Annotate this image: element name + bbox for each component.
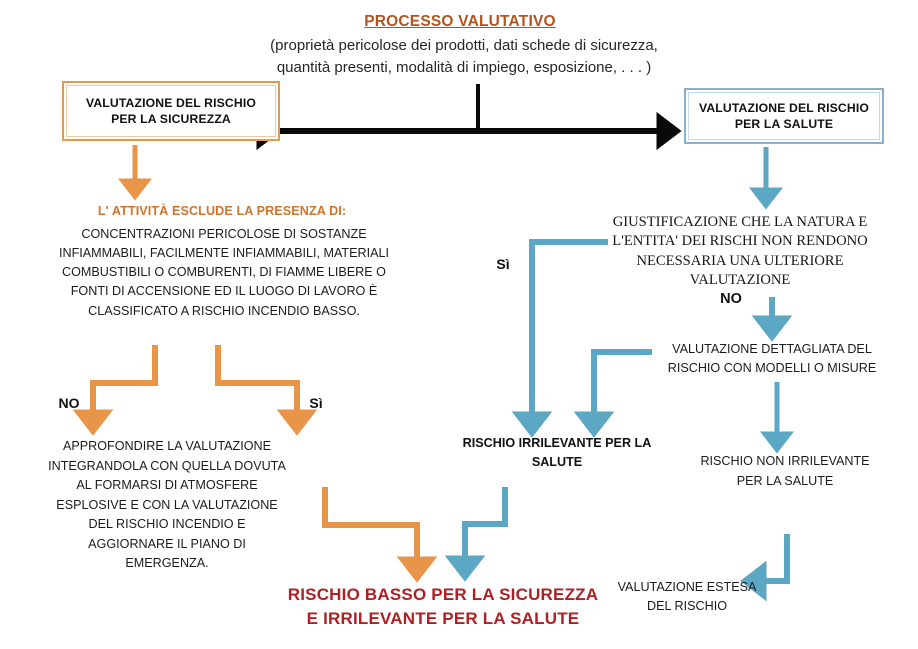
label-no-right-branch: NO [720, 291, 742, 307]
box-salute-line1: VALUTAZIONE DEL RISCHIO [698, 101, 869, 115]
label-no-left-branch: NO [58, 395, 80, 411]
giustificazione-text: GIUSTIFICAZIONE CHE LA NATURA E L'ENTITA… [612, 214, 868, 289]
box-sicurezza-line2: PER LA SICUREZZA [111, 112, 231, 126]
arrow-irrilevante-to-conclusion [444, 487, 508, 582]
arrow-non-irrilevante-to-estesa [740, 534, 790, 602]
arrow-condition-si [215, 345, 318, 436]
arrow-dettagliata-left [573, 349, 652, 438]
final-conclusion: RISCHIO BASSO PER LA SICUREZZA E IRRILEV… [258, 583, 628, 631]
label-si-left-branch: Sì [309, 395, 323, 411]
valutazione-dettagliata-text: VALUTAZIONE DETTAGLIATA DEL RISCHIO CON … [667, 342, 877, 375]
final-conclusion-line1: RISCHIO BASSO PER LA SICUREZZA [287, 585, 599, 604]
box-salute-line2: PER LA SALUTE [734, 117, 834, 131]
diagram-subtitle: (proprietà pericolose dei prodotti, dati… [249, 35, 679, 79]
left-branch-no-outcome: APPROFONDIRE LA VALUTAZIONE INTEGRANDOLA… [48, 439, 286, 571]
diagram-subtitle-line1: (proprietà pericolose dei prodotti, dati… [270, 37, 658, 54]
diagram-subtitle-line2: quantità presenti, modalità di impiego, … [276, 58, 652, 76]
left-branch-heading: L' ATTIVITÀ ESCLUDE LA PRESENZA DI: [97, 204, 347, 218]
box-sicurezza-line1: VALUTAZIONE DEL RISCHIO [85, 96, 256, 110]
rischio-non-irrilevante-salute-text: RISCHIO NON IRRILEVANTE PER LA SALUTE [700, 454, 870, 488]
arrow-condition-no [72, 345, 158, 436]
arrow-si-to-conclusion [322, 487, 438, 583]
diagram-title: PROCESSO VALUTATIVO [364, 13, 556, 30]
left-branch-condition-text: CONCENTRAZIONI PERICOLOSE DI SOSTANZE IN… [58, 227, 390, 318]
label-si-right-branch: Sì [496, 256, 510, 272]
box-valutazione-rischio-salute[interactable]: VALUTAZIONE DEL RISCHIO PER LA SALUTE [684, 88, 884, 144]
box-valutazione-rischio-sicurezza[interactable]: VALUTAZIONE DEL RISCHIO PER LA SICUREZZA [62, 81, 280, 141]
rischio-irrilevante-salute-text: RISCHIO IRRILEVANTE PER LA SALUTE [462, 436, 652, 470]
valutazione-estesa-rischio-text: VALUTAZIONE ESTESA DEL RISCHIO [617, 580, 757, 613]
final-conclusion-line2: E IRRILEVANTE PER LA SALUTE [306, 609, 580, 629]
